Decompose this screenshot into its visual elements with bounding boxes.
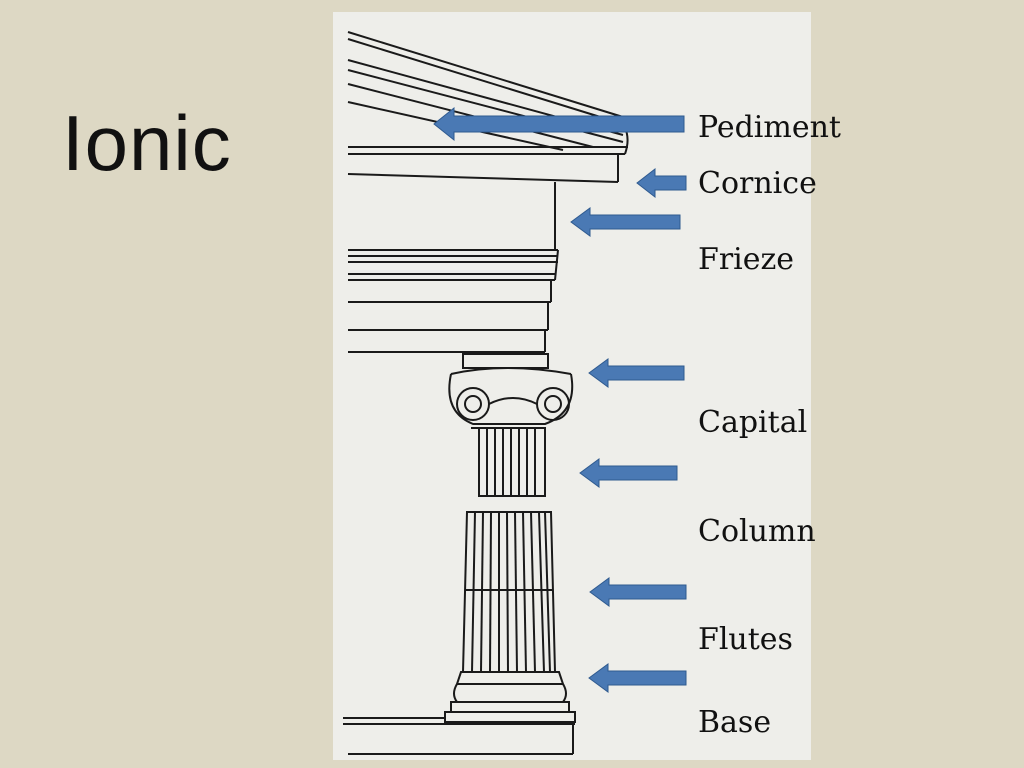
upper-shaft-drawing bbox=[478, 427, 546, 497]
label-base: Base bbox=[698, 705, 772, 740]
base-drawing bbox=[343, 671, 576, 755]
pediment-drawing bbox=[347, 31, 629, 183]
label-flutes: Flutes bbox=[698, 622, 793, 657]
label-capital: Capital bbox=[698, 405, 808, 440]
label-cornice: Cornice bbox=[698, 166, 817, 201]
label-column: Column bbox=[698, 514, 816, 549]
slide-title: Ionic bbox=[62, 99, 232, 187]
capital-drawing bbox=[448, 353, 574, 429]
entablature-drawing bbox=[348, 249, 559, 353]
label-frieze: Frieze bbox=[698, 242, 795, 277]
label-pediment: Pediment bbox=[698, 110, 841, 145]
flutes-drawing bbox=[461, 511, 557, 673]
